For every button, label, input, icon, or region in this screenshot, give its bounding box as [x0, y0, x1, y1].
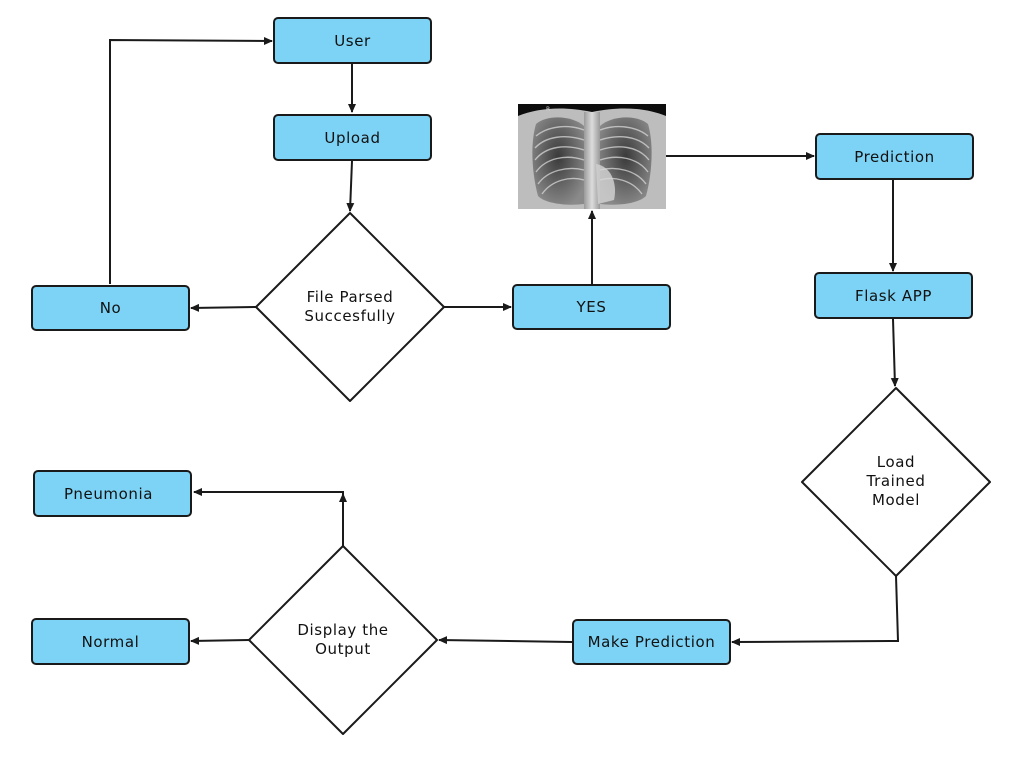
decision-display-output-shape	[248, 545, 438, 735]
node-yes: YES	[512, 284, 671, 330]
node-no: No	[31, 285, 190, 331]
node-pneumonia: Pneumonia	[33, 470, 192, 517]
decision-file-parsed-shape	[255, 212, 445, 402]
decision-display-output-label: Display the Output	[263, 620, 423, 660]
arrow-make-prediction-to-display	[438, 636, 573, 645]
chest-xray-image: R	[518, 104, 666, 209]
load-model-line-3: Model	[871, 490, 921, 509]
load-model-line-1: Load	[876, 452, 916, 471]
node-normal: Normal	[31, 618, 190, 665]
file-parsed-line-1: File Parsed	[306, 288, 394, 306]
arrow-model-to-make-prediction	[731, 575, 900, 646]
arrow-display-to-pneumonia	[193, 488, 344, 546]
node-flask-app: Flask APP	[814, 272, 973, 319]
arrow-flask-to-model	[890, 318, 899, 387]
node-upload: Upload	[273, 114, 432, 161]
arrow-upload-to-decision	[346, 160, 355, 212]
node-user: User	[273, 17, 432, 64]
decision-load-model-label: Load Trained Model	[826, 452, 966, 510]
load-model-line-2: Trained	[866, 471, 926, 490]
display-output-line-2: Output	[315, 640, 371, 658]
arrow-display-to-normal	[190, 636, 250, 645]
file-parsed-line-2: Succesfully	[304, 307, 396, 325]
display-output-line-1: Display the	[297, 621, 389, 639]
arrow-decision-to-no	[190, 303, 257, 312]
node-prediction: Prediction	[815, 133, 974, 180]
arrow-no-to-user	[109, 36, 273, 284]
xray-marker-text: R	[546, 106, 550, 113]
decision-file-parsed-label: File Parsed Succesfully	[270, 287, 430, 327]
node-make-prediction: Make Prediction	[572, 619, 731, 665]
